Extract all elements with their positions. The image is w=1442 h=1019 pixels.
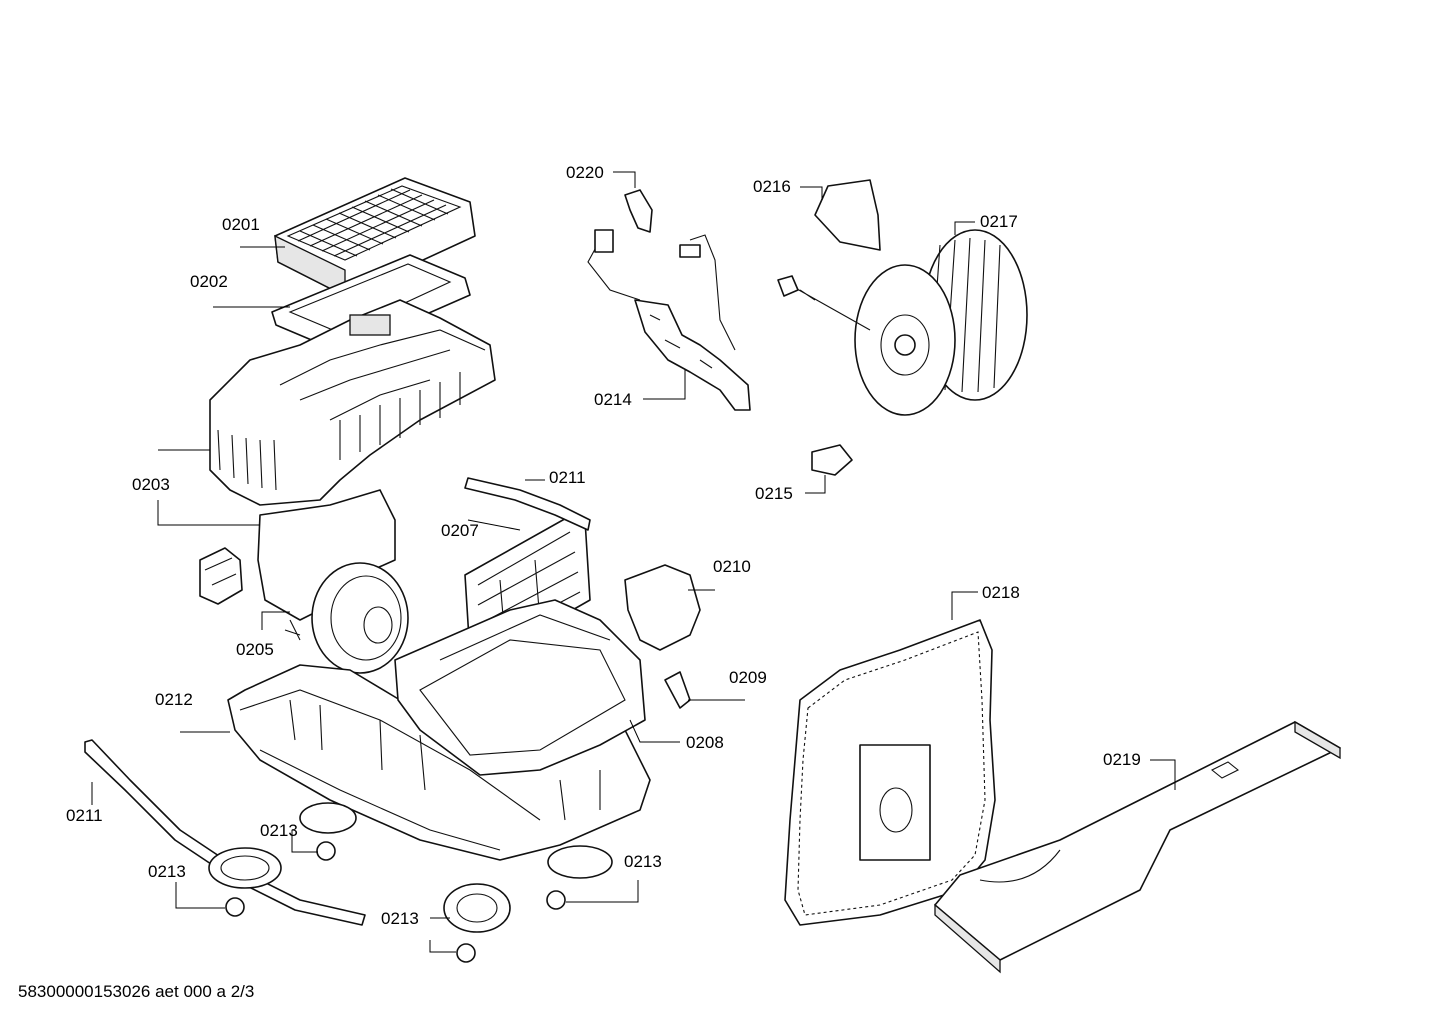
part-0220-switch-bracket bbox=[624, 189, 653, 233]
callout-0212: 0212 bbox=[155, 690, 193, 709]
part-0216-reel-cover bbox=[814, 179, 881, 251]
part-0209-latch bbox=[664, 671, 691, 709]
drawing-id: 58300000153026 aet 000 a 2/3 bbox=[18, 982, 255, 1001]
callout-0218: 0218 bbox=[982, 583, 1020, 602]
callout-0217: 0217 bbox=[980, 212, 1018, 231]
part-0213-castor-center bbox=[443, 883, 511, 963]
callout-0213-center: 0213 bbox=[381, 909, 419, 928]
callout-0208: 0208 bbox=[686, 733, 724, 752]
part-0208-bag-compartment-frame bbox=[394, 599, 646, 776]
part-0203-top-housing bbox=[209, 299, 496, 506]
callout-0214: 0214 bbox=[594, 390, 632, 409]
part-0217-cable-reel bbox=[777, 229, 1028, 416]
part-0211-bumper-strip-lower bbox=[84, 739, 366, 926]
callout-0202: 0202 bbox=[190, 272, 228, 291]
part-0214-circuit-board bbox=[587, 229, 751, 411]
callout-0210: 0210 bbox=[713, 557, 751, 576]
part-0202-filter-frame bbox=[271, 254, 471, 353]
part-0219-cardboard-insert bbox=[934, 720, 1341, 974]
callout-0213-rear-left: 0213 bbox=[260, 821, 298, 840]
part-0201-filter-cassette bbox=[274, 177, 476, 298]
callout-0211-lower: 0211 bbox=[66, 806, 103, 825]
part-0213-castor-rear-left bbox=[299, 802, 357, 861]
part-0205-motor-assembly bbox=[199, 489, 409, 674]
part-0215-brake-unit bbox=[811, 444, 853, 476]
callout-0216: 0216 bbox=[753, 177, 791, 196]
callout-0213-front-left: 0213 bbox=[148, 862, 186, 881]
part-0213-castor-front-left bbox=[208, 847, 282, 917]
callout-0209: 0209 bbox=[729, 668, 767, 687]
callout-0220: 0220 bbox=[566, 163, 604, 182]
callout-0213-right: 0213 bbox=[624, 852, 662, 871]
callout-0207: 0207 bbox=[441, 521, 479, 540]
leader-lines bbox=[91, 171, 1176, 953]
callout-0205: 0205 bbox=[236, 640, 274, 659]
callout-0201: 0201 bbox=[222, 215, 260, 234]
callout-0219: 0219 bbox=[1103, 750, 1141, 769]
part-0218-dust-bag bbox=[784, 619, 996, 926]
part-0213-castor-right bbox=[546, 845, 613, 910]
part-0211-bumper-strip-upper bbox=[464, 477, 591, 531]
callout-0215: 0215 bbox=[755, 484, 793, 503]
part-0210-side-cover bbox=[624, 564, 701, 651]
callout-0203: 0203 bbox=[132, 475, 170, 494]
callout-0211-upper: 0211 bbox=[549, 468, 586, 487]
